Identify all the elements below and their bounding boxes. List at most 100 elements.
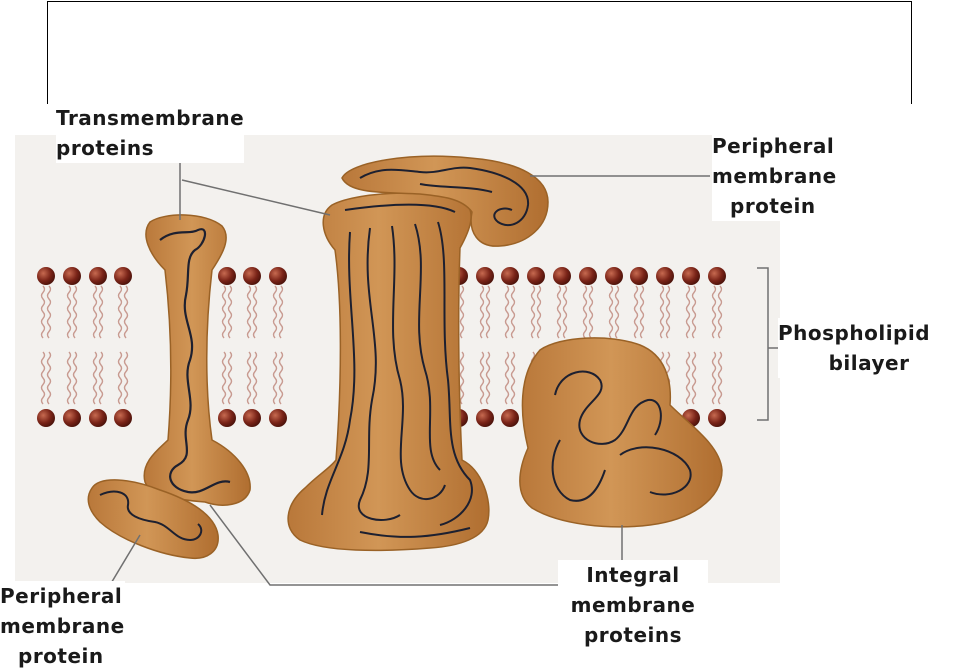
lipid-tail: [246, 351, 252, 405]
lipid-head: [218, 267, 236, 285]
lipid-tail: [40, 285, 46, 339]
lipid-tail: [46, 285, 52, 339]
lipid-tail: [278, 351, 284, 405]
leader-lines: [109, 138, 780, 586]
lipid-head: [682, 267, 700, 285]
lipid-head: [630, 267, 648, 285]
lipid-head: [114, 267, 132, 285]
lipid-tail: [665, 285, 671, 339]
lipid-tail: [66, 285, 72, 339]
lipid-tail: [556, 285, 562, 339]
lipid-tail: [717, 285, 723, 339]
lipid-head: [476, 409, 494, 427]
lipid-tail: [562, 285, 568, 339]
lipid-tail: [685, 285, 691, 339]
lipid-head: [63, 267, 81, 285]
lipid-head: [114, 409, 132, 427]
lipid-tail: [227, 285, 233, 339]
lipid-tail: [691, 285, 697, 339]
lipid-tail: [685, 351, 691, 405]
lipid-tail: [588, 285, 594, 339]
lipid-tail: [123, 351, 129, 405]
lipid-tail: [40, 351, 46, 405]
leader-transmembrane-center: [181, 179, 331, 216]
lipid-head: [89, 409, 107, 427]
lipid-head: [37, 267, 55, 285]
lipid-tail: [272, 351, 278, 405]
lipid-head: [579, 267, 597, 285]
lipid-tail: [479, 351, 485, 405]
lipid-tail: [510, 351, 516, 405]
lipid-tail: [227, 351, 233, 405]
lipid-head: [243, 409, 261, 427]
lipid-tail: [246, 285, 252, 339]
lipid-tail: [221, 351, 227, 405]
lipid-tail: [92, 285, 98, 339]
lipid-tail: [117, 351, 123, 405]
lipid-head: [63, 409, 81, 427]
lipid-head: [269, 409, 287, 427]
lipid-head: [476, 267, 494, 285]
lipid-tail: [717, 351, 723, 405]
transmembrane-protein-center: [287, 192, 490, 552]
lipid-tail: [72, 285, 78, 339]
transmembrane-protein-left: [143, 214, 251, 506]
leader-integral-left: [209, 504, 560, 586]
lipid-tail: [252, 351, 258, 405]
lipid-tail: [691, 351, 697, 405]
lipid-tail: [639, 285, 645, 339]
lipid-tail: [98, 351, 104, 405]
lipid-tail: [459, 351, 465, 405]
lipid-tail: [98, 285, 104, 339]
lipid-tail: [92, 351, 98, 405]
lipid-tail: [117, 285, 123, 339]
lipid-head: [501, 267, 519, 285]
lipid-tail: [272, 285, 278, 339]
lipid-tail: [46, 351, 52, 405]
lipid-tail: [72, 351, 78, 405]
integral-protein-right: [519, 337, 723, 528]
lipid-tail: [485, 285, 491, 339]
lipid-head: [89, 267, 107, 285]
lipid-head: [708, 267, 726, 285]
lipid-head: [553, 267, 571, 285]
lipid-tail: [530, 285, 536, 339]
peripheral-protein-top: [341, 155, 549, 247]
peripheral-protein-bottom: [87, 479, 219, 560]
lipid-head: [218, 409, 236, 427]
lipid-tail: [614, 285, 620, 339]
lipid-head: [656, 267, 674, 285]
lipid-head: [269, 267, 287, 285]
lipid-tail: [711, 351, 717, 405]
lipid-tail: [582, 285, 588, 339]
lipid-tail: [659, 285, 665, 339]
lipid-tail: [633, 285, 639, 339]
lipid-tail: [123, 285, 129, 339]
lipid-tail: [278, 285, 284, 339]
lipid-tail: [608, 285, 614, 339]
lipid-head: [243, 267, 261, 285]
lipid-head: [37, 409, 55, 427]
lipid-tail: [510, 285, 516, 339]
lipid-tail: [504, 351, 510, 405]
lipid-tail: [459, 285, 465, 339]
lipid-tail: [66, 351, 72, 405]
phospholipid-bracket: [757, 267, 769, 421]
lipid-head: [708, 409, 726, 427]
lipid-tail: [252, 285, 258, 339]
lipid-tail: [711, 285, 717, 339]
lipid-tail: [504, 285, 510, 339]
lipid-head: [527, 267, 545, 285]
header-box: [47, 1, 912, 104]
lipid-tail: [221, 285, 227, 339]
leader-peripheral-bottom: [109, 534, 141, 586]
lipid-tail: [536, 285, 542, 339]
lipid-tail: [485, 351, 491, 405]
lipid-tail: [479, 285, 485, 339]
